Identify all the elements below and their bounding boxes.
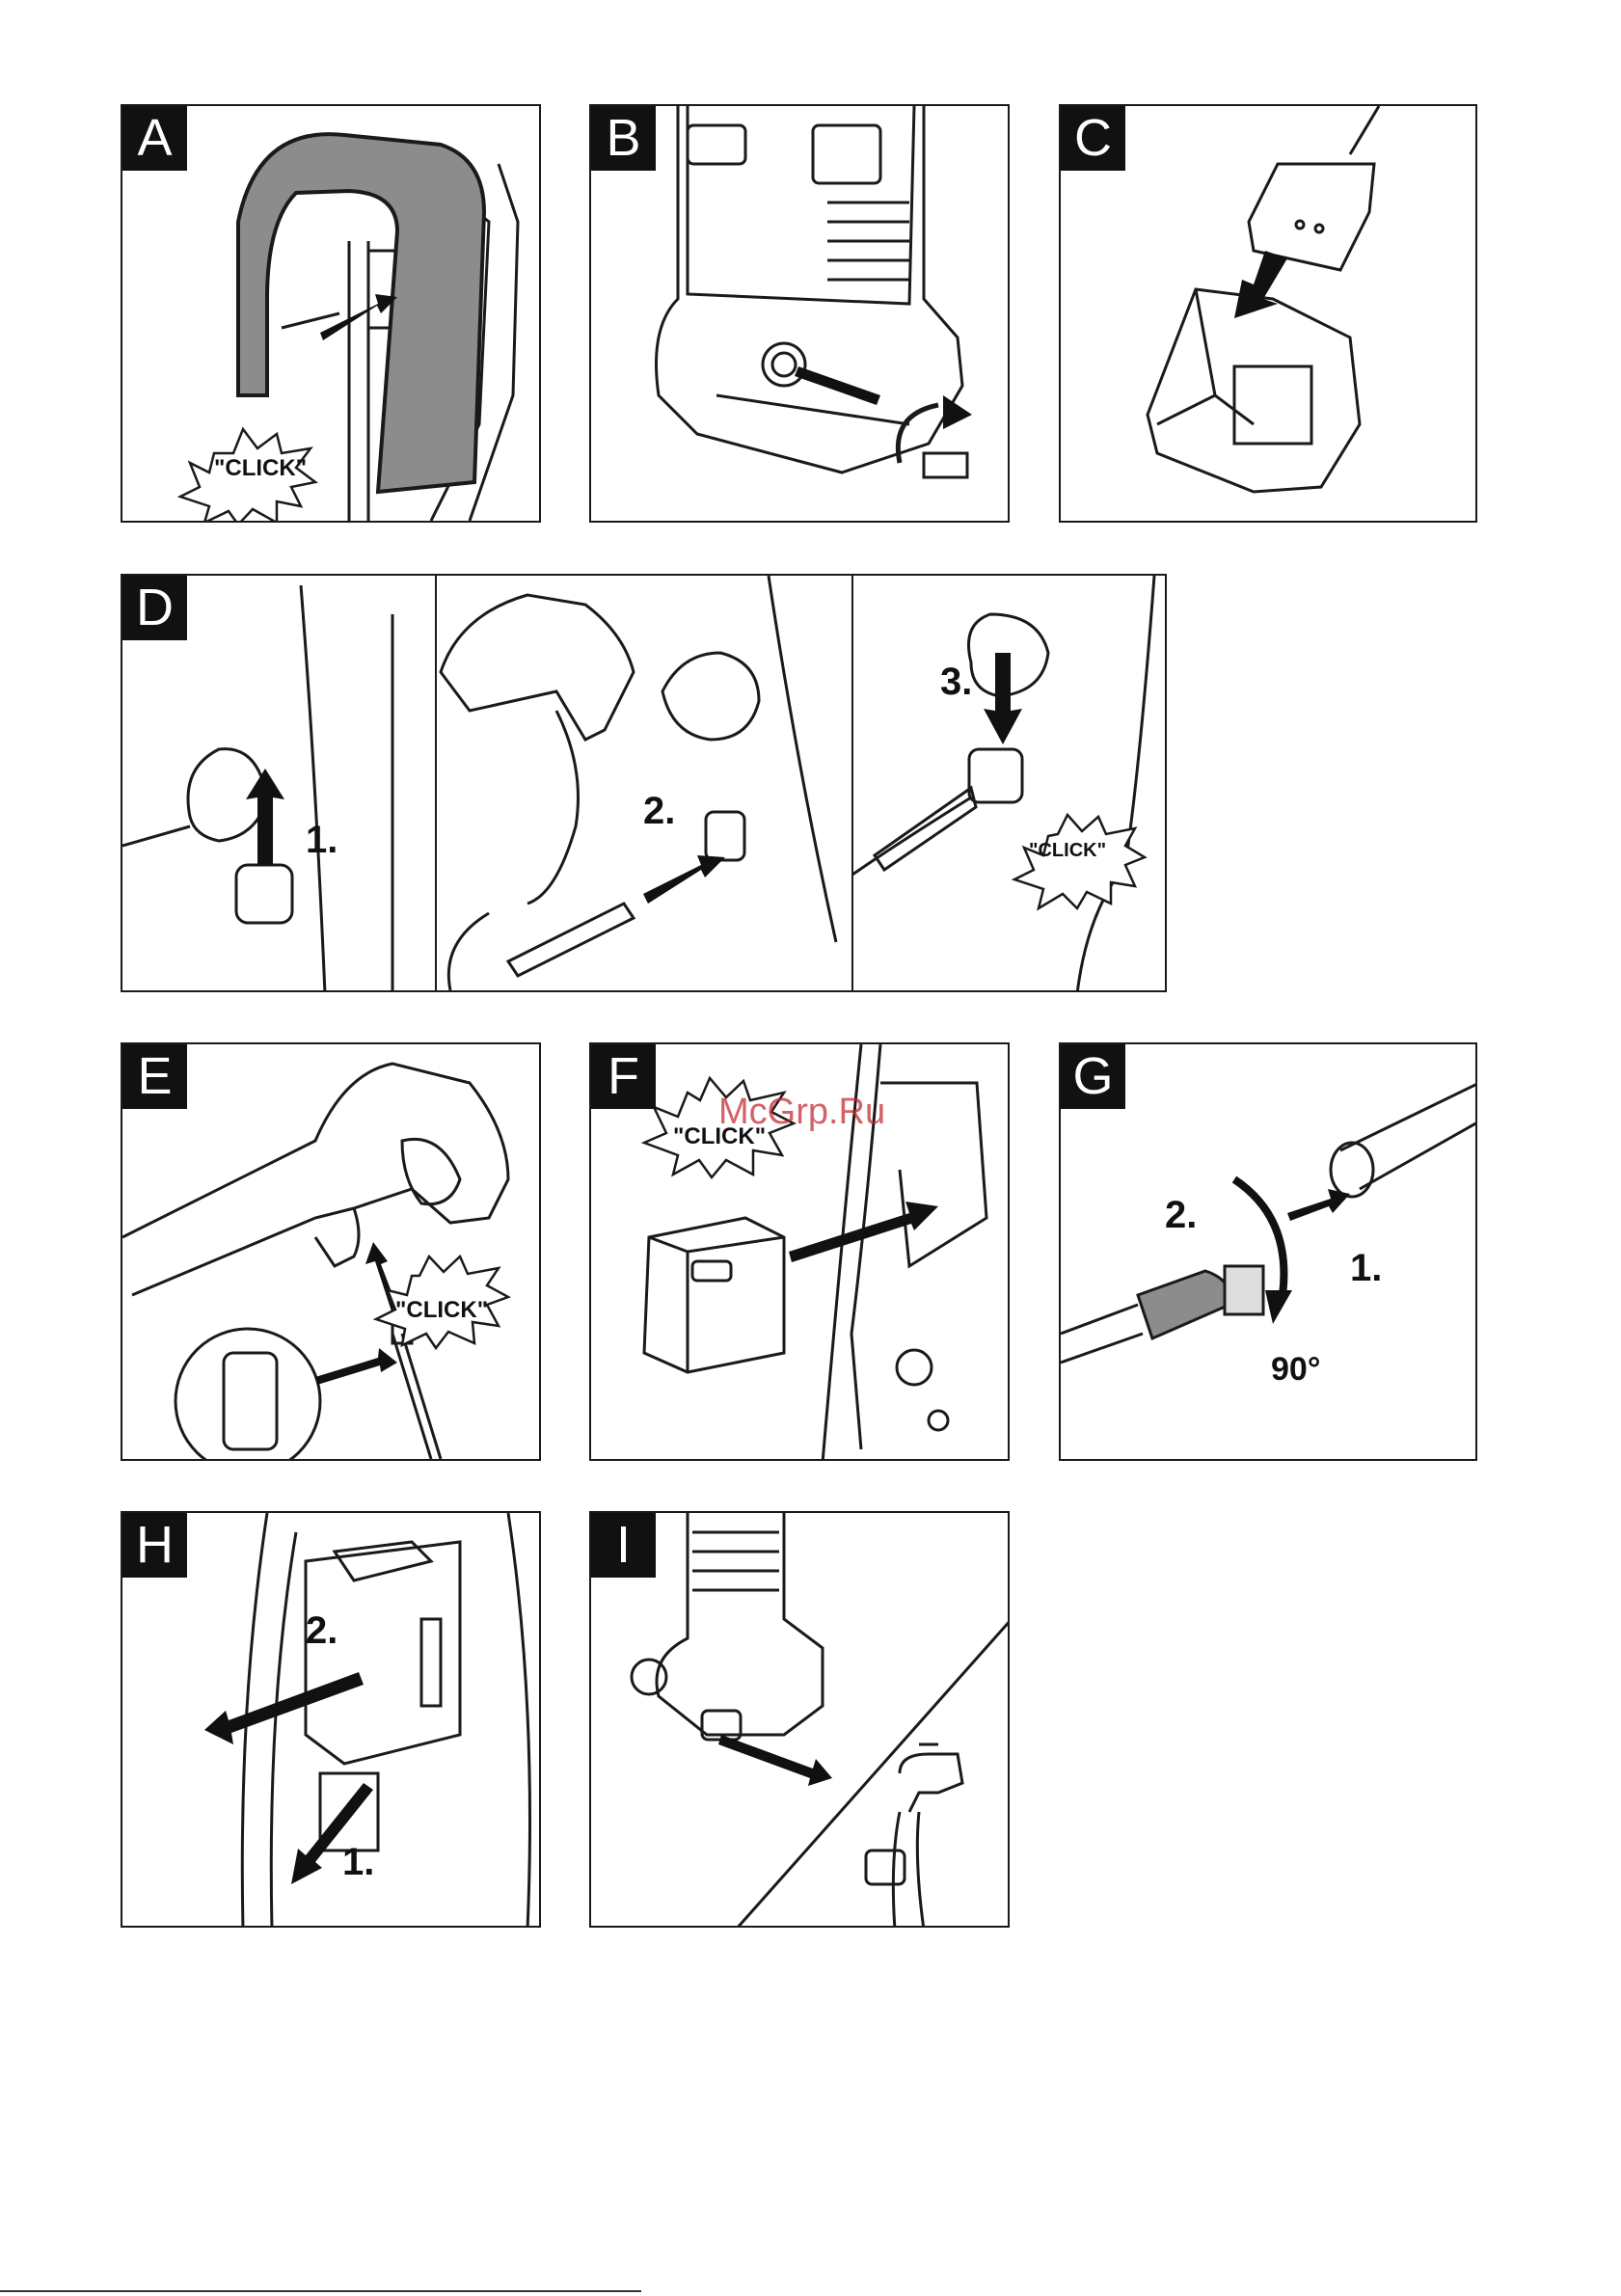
angle-label: 90° <box>1271 1351 1320 1389</box>
step-2-label: 2. <box>1165 1194 1197 1237</box>
panel-letter: G <box>1061 1044 1125 1109</box>
panel-letter: I <box>591 1513 656 1578</box>
step-1-label: 1. <box>306 819 338 862</box>
step-3-label: 3. <box>940 661 972 704</box>
click-label: "CLICK" <box>214 455 307 482</box>
panel-c: C <box>1059 104 1477 523</box>
panel-letter: F <box>591 1044 656 1109</box>
step-2-label: 2. <box>643 790 675 833</box>
panel-letter: C <box>1061 106 1125 171</box>
panel-i: I <box>589 1511 1010 1928</box>
step-1-label: 1. <box>342 1841 374 1884</box>
panel-letter: E <box>122 1044 187 1109</box>
panel-d: D <box>121 574 1167 992</box>
panel-b: B <box>589 104 1010 523</box>
panel-letter: B <box>591 106 656 171</box>
click-label: "CLICK" <box>395 1297 488 1324</box>
panel-g: G 2. 1. 90° <box>1059 1042 1477 1461</box>
panel-a: A "CLICK" <box>121 104 541 523</box>
step-2-label: 2. <box>306 1609 338 1653</box>
panel-letter: D <box>122 576 187 640</box>
bottom-rule <box>0 2290 641 2292</box>
gun-hose-connect-illustration <box>122 576 1167 992</box>
panel-letter: A <box>122 106 187 171</box>
panel-e: E "CLICK" <box>121 1042 541 1461</box>
step-1-label: 1. <box>1350 1247 1382 1290</box>
click-label: "CLICK" <box>1029 840 1106 862</box>
panel-h: H 2. 1. <box>121 1511 541 1928</box>
panel-letter: H <box>122 1513 187 1578</box>
watermark: McGrp.Ru <box>718 1092 885 1133</box>
